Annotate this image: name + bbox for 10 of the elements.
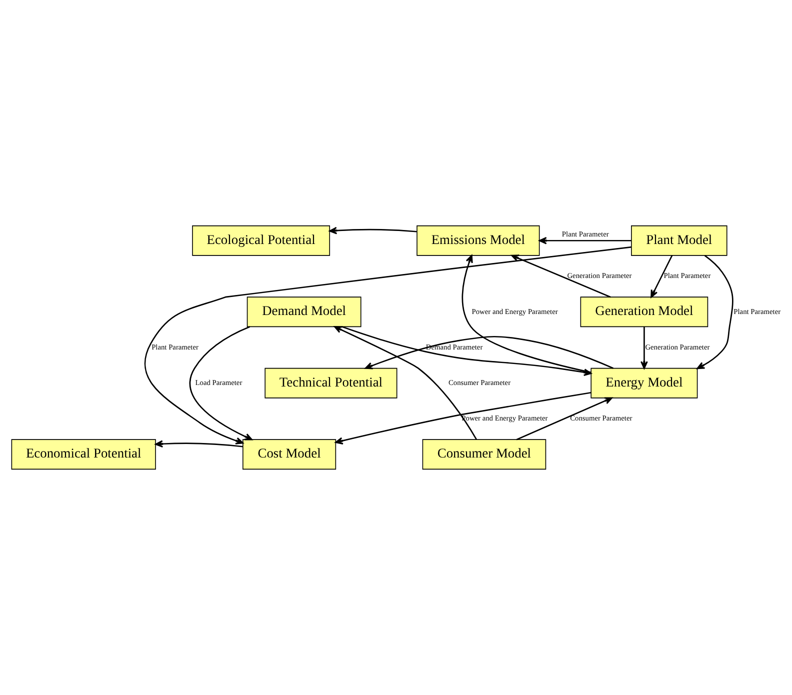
edge-label: Plant Parameter xyxy=(151,342,198,352)
edge-label: Load Parameter xyxy=(194,378,242,388)
edge-label: Generation Parameter xyxy=(644,342,710,352)
edge-label: Plant Parameter xyxy=(663,271,710,280)
edge-label: Plant Parameter xyxy=(733,306,780,316)
edge-label: Plant Parameter xyxy=(561,229,608,238)
edge-label: Generation Parameter xyxy=(566,271,632,280)
edge-label: Power and Energy Parameter xyxy=(471,306,558,316)
edge-label: Consumer Parameter xyxy=(570,414,632,423)
edge-label: Consumer Parameter xyxy=(448,378,510,388)
